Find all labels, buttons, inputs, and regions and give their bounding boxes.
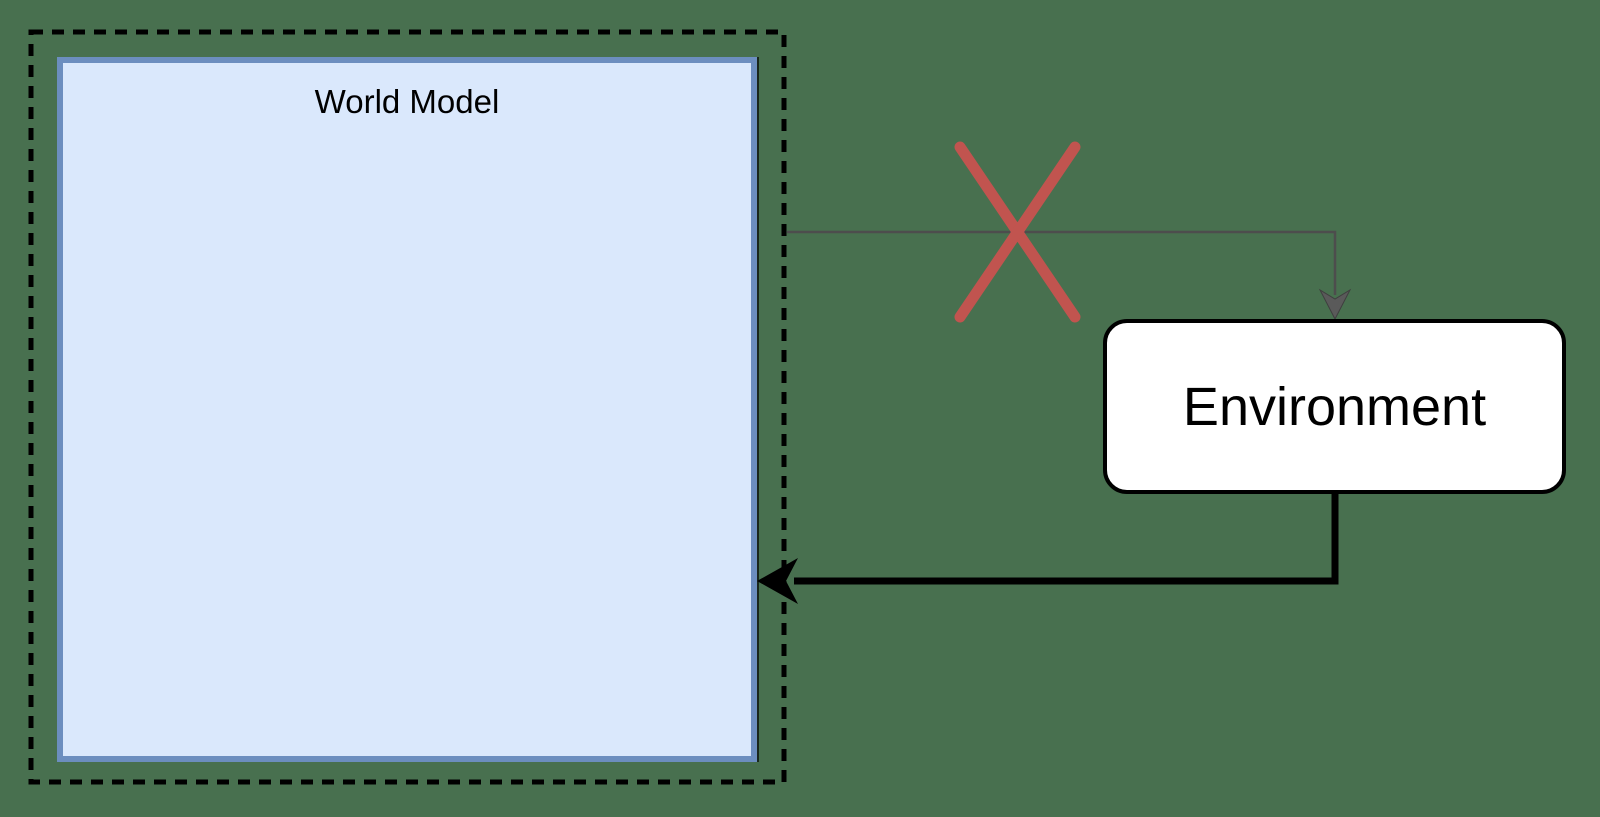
world-model-box: World Model	[57, 57, 757, 762]
environment-label: Environment	[1182, 376, 1487, 437]
environment-to-model-arrow	[794, 493, 1339, 585]
environment-to-model-arrowhead-icon	[757, 558, 798, 604]
model-to-environment-arrow	[787, 230, 1337, 295]
environment-box: Environment	[1103, 319, 1566, 494]
model-to-environment-arrowhead-icon	[1318, 288, 1352, 321]
dashed-boundary	[28, 29, 787, 785]
world-model-label: World Model	[314, 83, 500, 120]
cross-out-x-stroke-2	[954, 141, 1081, 323]
cross-out-x-icon	[954, 141, 1081, 323]
